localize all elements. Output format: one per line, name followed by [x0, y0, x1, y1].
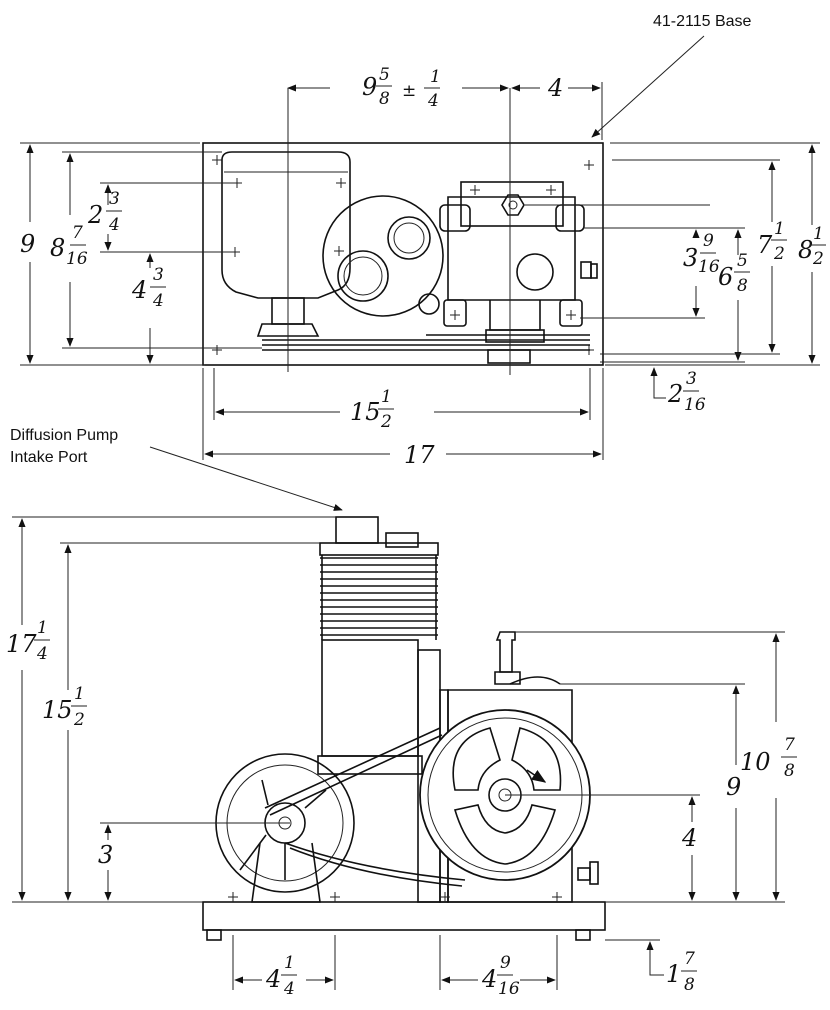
dim-h4-whole: 4: [131, 276, 147, 304]
dim-spacing-whole: 9: [362, 73, 377, 101]
pump-body-top: [439, 181, 598, 343]
dim-hB-den: 2: [73, 710, 85, 730]
dim-hB-num: 1: [74, 684, 85, 704]
dim-r3-den: 2: [773, 244, 785, 264]
dim-r4-den: 2: [812, 249, 824, 269]
dim-bot-num: 3: [686, 369, 697, 389]
dim-bot-den: 16: [684, 395, 706, 415]
dim-hC: 3: [98, 841, 113, 869]
belt-side: [264, 727, 466, 887]
label-base: 41-2115 Base: [653, 13, 752, 30]
label-port-line2: Intake Port: [10, 449, 88, 466]
dim-r1-den: 16: [698, 257, 720, 277]
base-plate-top: [202, 142, 604, 366]
side-dimensions: 17 1 4 15 1 2 3 10 7 8 9 4: [6, 516, 797, 999]
center-lines-top: [287, 88, 511, 375]
dim-r3-num: 1: [774, 219, 785, 239]
dim-r2-whole: 6: [718, 263, 733, 291]
dim-tol-den: 4: [427, 91, 439, 111]
dim-h2-den: 16: [66, 249, 88, 269]
dim-r2-den: 8: [737, 276, 748, 296]
dim-bot-whole: 2: [667, 380, 683, 408]
motor-top: [221, 151, 351, 337]
dim-spacing-den: 8: [379, 89, 390, 109]
label-port-line1: Diffusion Pump: [10, 427, 118, 444]
dim-spacing-num: 5: [379, 65, 390, 85]
dim-h4-num: 3: [153, 265, 164, 285]
dim-hB-whole: 15: [42, 696, 73, 724]
dim-right-offset: 4: [547, 74, 563, 102]
dim-w2: 17: [404, 441, 435, 469]
dim-hA-den: 4: [36, 644, 48, 664]
dim-b1-num: 1: [284, 953, 295, 973]
dim-hD-num: 7: [784, 735, 795, 755]
dim-hA-num: 1: [37, 618, 48, 638]
dim-r3-whole: 7: [757, 231, 773, 259]
dim-b3-den: 8: [684, 975, 695, 995]
dim-b1-den: 4: [283, 979, 295, 999]
top-view: [202, 88, 604, 375]
port-label: Diffusion Pump Intake Port: [10, 427, 343, 511]
belt-top: [262, 334, 590, 364]
dim-w1-den: 2: [380, 412, 392, 432]
dim-h2-num: 7: [72, 223, 83, 243]
dim-hF: 4: [681, 824, 697, 852]
diffusion-pump: [317, 516, 441, 903]
dim-hD-whole: 10: [740, 748, 771, 776]
dim-tol-sign: ±: [402, 81, 416, 101]
dim-r1-num: 9: [703, 231, 714, 251]
dim-w1-whole: 15: [350, 398, 381, 426]
dim-b3-whole: 1: [666, 960, 681, 988]
dim-h2-whole: 8: [50, 234, 65, 262]
dim-b3-num: 7: [684, 949, 695, 969]
fin-stack-outline: [321, 555, 437, 640]
dim-b2-whole: 4: [481, 965, 497, 993]
dim-h3-whole: 2: [87, 201, 103, 229]
pulley-disc-top: [322, 195, 444, 317]
dim-hD-den: 8: [784, 761, 795, 781]
base-plate-side: [202, 901, 606, 931]
dim-hE: 9: [726, 773, 741, 801]
dim-height-9: 9: [20, 230, 35, 258]
corner-crosses: [212, 155, 594, 355]
dim-r2-num: 5: [737, 251, 748, 271]
dim-b2-den: 16: [498, 979, 520, 999]
dim-h3-den: 4: [108, 215, 120, 235]
dim-r4-whole: 8: [798, 236, 813, 264]
dim-b1-whole: 4: [265, 965, 281, 993]
dim-hA-whole: 17: [6, 630, 37, 658]
top-dimensions: 9 5 8 ± 1 4 4 41-2115 Base 9 8 7 16 2 3: [20, 13, 826, 469]
side-view: [202, 516, 606, 941]
dim-tol-num: 1: [430, 67, 441, 87]
dim-r4-num: 1: [813, 224, 824, 244]
dim-r1-whole: 3: [683, 244, 698, 272]
dim-h4-den: 4: [152, 291, 164, 311]
dim-w1-num: 1: [381, 387, 392, 407]
dim-b2-num: 9: [500, 953, 511, 973]
dim-h3-num: 3: [109, 189, 120, 209]
